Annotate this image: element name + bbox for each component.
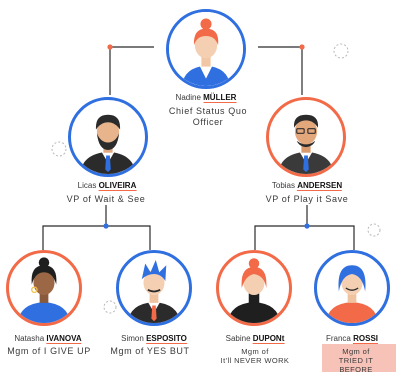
report-avatar-ivanova	[6, 250, 82, 326]
person-icon	[17, 257, 71, 323]
report-role-rossi: Mgm of TRIED IT BEFORE	[336, 347, 376, 374]
report-name-dupont: Sabine DUPONt	[226, 334, 285, 344]
connector-right-branch	[254, 225, 355, 250]
report-name-ivanova: Natasha IVANOVA	[14, 334, 82, 344]
role-line: Mgm of	[342, 347, 370, 356]
right-manager-name: Tobias ANDERSEN	[271, 181, 343, 191]
right-manager-role: VP of Play it Save	[265, 194, 349, 204]
connector-ceo-left	[109, 46, 154, 95]
connector-ceo-right	[258, 46, 303, 95]
first-name: Sabine	[225, 334, 251, 343]
decor-dashed-circle	[333, 43, 349, 59]
person-icon	[169, 12, 243, 86]
last-name: DUPONt	[252, 334, 285, 344]
last-name: ANDERSEN	[297, 181, 343, 191]
first-name: Franca	[325, 334, 351, 343]
report-name-rossi: Franca ROSSI	[325, 334, 379, 344]
first-name: Licas	[77, 181, 97, 190]
connector-dot	[107, 44, 113, 50]
connector-left-branch	[42, 225, 151, 250]
first-name: Tobias	[271, 181, 295, 190]
decor-dashed-circle	[51, 141, 67, 157]
highlight-box	[322, 344, 396, 372]
last-name: ROSSI	[353, 334, 379, 344]
person-icon	[278, 114, 334, 174]
role-line: Chief Status Quo	[168, 106, 248, 116]
report-avatar-rossi	[314, 250, 390, 326]
first-name: Nadine	[175, 93, 201, 102]
ceo-name: Nadine MÜLLER	[176, 93, 237, 103]
person-icon	[325, 265, 379, 323]
first-name: Natasha	[14, 334, 45, 343]
right-manager-avatar	[266, 97, 346, 177]
first-name: Simon	[121, 334, 144, 343]
report-name-esposito: Simon ESPOSITO	[121, 334, 187, 344]
left-manager-name: Licas OLIVEIRA	[78, 181, 137, 191]
decor-dashed-circle	[103, 300, 117, 314]
person-icon	[80, 114, 136, 174]
last-name: ESPOSITO	[146, 334, 187, 344]
connector-dot	[304, 223, 310, 229]
connector-dot	[299, 44, 305, 50]
left-manager-avatar	[68, 97, 148, 177]
left-manager-role: VP of Wait & See	[66, 194, 146, 204]
last-name: OLIVEIRA	[98, 181, 137, 191]
decor-dashed-circle	[367, 223, 381, 237]
report-role-esposito: Mgm of YES BUT	[110, 346, 190, 356]
report-avatar-esposito	[116, 250, 192, 326]
person-icon	[127, 260, 181, 323]
ceo-avatar	[166, 9, 246, 89]
last-name: MÜLLER	[203, 93, 237, 103]
report-avatar-dupont	[216, 250, 292, 326]
last-name: IVANOVA	[46, 334, 82, 344]
role-line: Mgm of	[241, 347, 269, 356]
ceo-role: Chief Status Quo Officer	[169, 106, 247, 128]
person-icon	[227, 258, 281, 323]
report-role-dupont: Mgm of It'll NEVER WORK	[221, 347, 290, 365]
connector-dot	[103, 223, 109, 229]
role-line: It'll NEVER WORK	[220, 356, 290, 365]
report-role-ivanova: Mgm of I GIVE UP	[7, 346, 91, 356]
role-line: TRIED IT BEFORE	[338, 356, 374, 374]
role-line: Officer	[192, 117, 224, 127]
